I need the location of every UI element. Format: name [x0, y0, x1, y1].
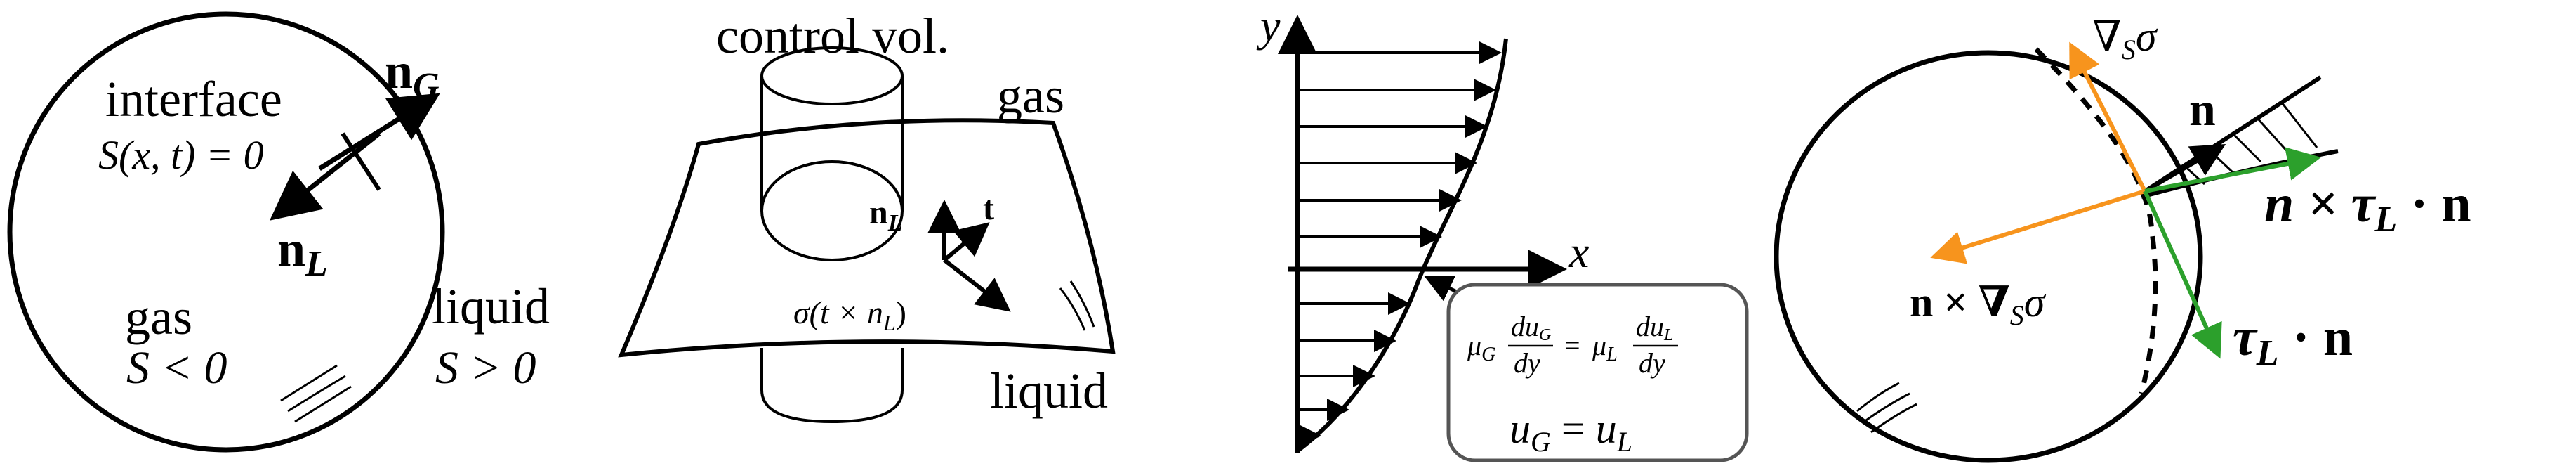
n-cross-gradient-arrow — [1930, 189, 2146, 264]
upper-cylinder-bottom — [760, 160, 904, 261]
inward-normal — [270, 131, 381, 221]
label-gas-condition: S < 0 — [126, 342, 227, 394]
label-surface-gradient: ∇Sσ — [2092, 13, 2158, 65]
panel-level-set: interface S(x, t) = 0 nG nL gas S < 0 li… — [7, 11, 550, 453]
label-gas-2: gas — [997, 67, 1064, 124]
velocity-continuity-equation: uG = uL — [1510, 406, 1632, 458]
n-cross-tau-arrow — [2144, 147, 2321, 193]
label-tension-force: σ(t × nL) — [793, 294, 906, 335]
label-nL: nL — [277, 221, 328, 284]
label-t: t — [983, 190, 994, 227]
label-nL-2: nL — [869, 194, 902, 236]
label-liquid: liquid — [432, 278, 550, 335]
label-n-cross-gradient: n × ∇Sσ — [1910, 279, 2047, 331]
svg-text:=: = — [1564, 330, 1580, 361]
label-liquid-condition: S > 0 — [435, 342, 536, 394]
hatch-marks-2 — [1059, 280, 1095, 331]
dashed-profile — [2034, 47, 2158, 394]
label-control-volume: control vol. — [716, 8, 949, 64]
condition-box — [1446, 283, 1749, 462]
velocity-arrows — [1297, 41, 1502, 447]
interface-sheet — [618, 118, 1116, 358]
panel-velocity-profile: y x μG duG dy = μL duL dy uG = uL — [1256, 1, 1749, 462]
label-gas: gas — [125, 289, 192, 345]
lower-cylinder-bottom — [760, 389, 904, 424]
svg-text:dy: dy — [1639, 347, 1665, 379]
label-nG: nG — [385, 43, 440, 106]
tau-dot-n-arrow — [2143, 190, 2222, 359]
label-normal-n: n — [2189, 82, 2216, 136]
panel-marangoni: ∇Sσ n n × ∇Sσ n × τL · n τL · n — [1774, 13, 2471, 463]
interface-circle — [7, 11, 445, 453]
svg-text:duG: duG — [1511, 311, 1551, 344]
svg-text:μL: μL — [1592, 330, 1618, 365]
interface-tick — [341, 132, 381, 191]
panel-control-volume: control vol. gas liquid nL t σ(t × nL) — [618, 8, 1116, 424]
label-level-set: S(x, t) = 0 — [98, 132, 264, 178]
hatch-marks — [280, 364, 352, 423]
svg-text:dy: dy — [1514, 347, 1540, 379]
svg-text:μG: μG — [1467, 330, 1495, 365]
label-x-axis: x — [1568, 227, 1589, 277]
label-n-cross-tau: n × τL · n — [2264, 174, 2471, 240]
surface-gradient-arrow — [2069, 41, 2147, 193]
svg-text:duL: duL — [1636, 311, 1673, 344]
label-y-axis: y — [1256, 1, 1281, 51]
shear-balance-equation: μG duG dy = μL duL dy — [1467, 311, 1678, 379]
label-liquid-2: liquid — [990, 363, 1108, 419]
force-vector — [943, 258, 1011, 312]
t-vector — [943, 222, 990, 262]
droplet-circle — [1774, 50, 2203, 463]
normal-vector-n — [2144, 143, 2226, 193]
label-interface: interface — [105, 71, 282, 127]
label-tau-dot-n: τL · n — [2233, 308, 2353, 373]
hatch-marks-4 — [1856, 382, 1917, 434]
